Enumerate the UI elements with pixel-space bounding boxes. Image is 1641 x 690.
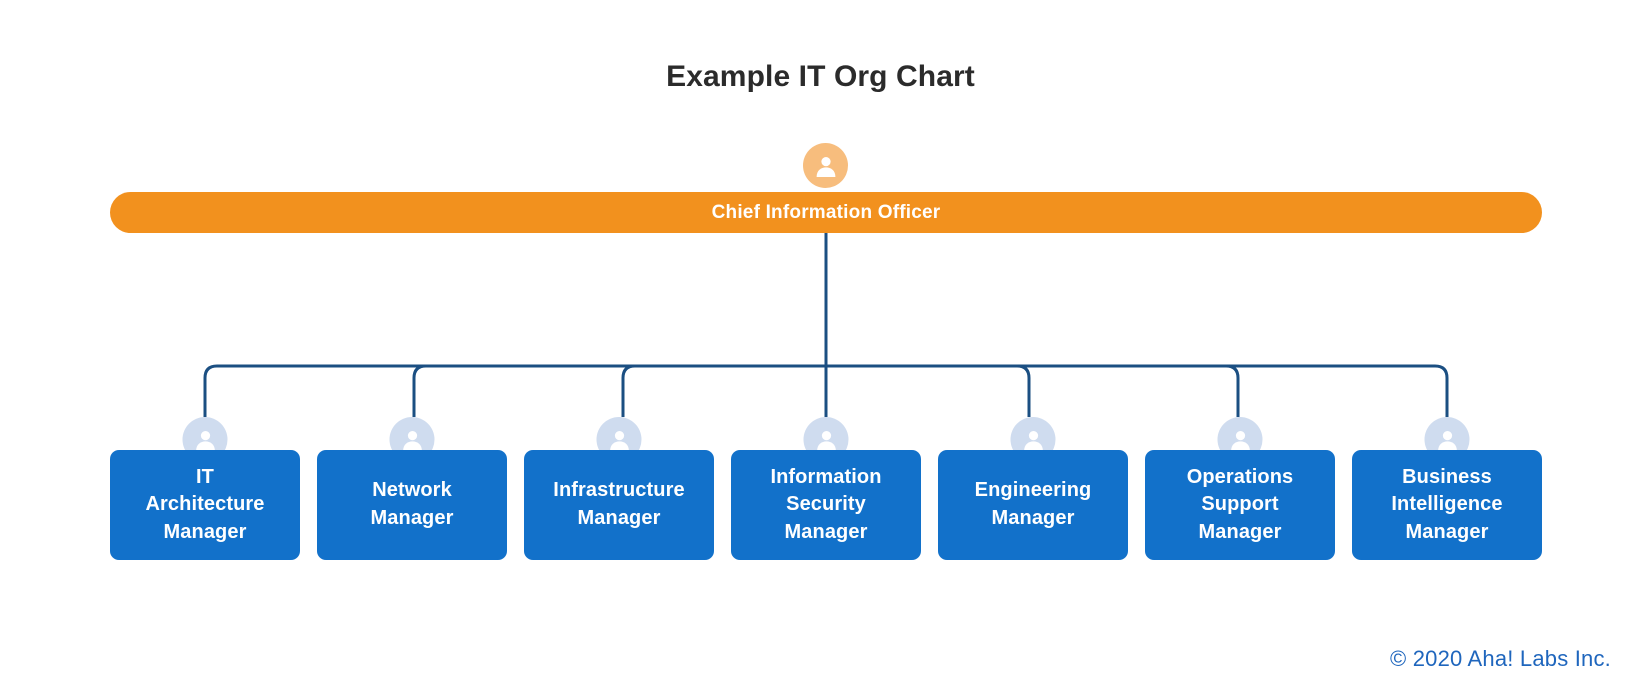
- node-infrastructure-manager[interactable]: Infrastructure Manager: [524, 417, 714, 560]
- node-business-intelligence-manager[interactable]: Business Intelligence Manager: [1352, 417, 1542, 560]
- copyright-footer: © 2020 Aha! Labs Inc.: [1389, 646, 1611, 671]
- node-information-security-manager[interactable]: Information Security Manager: [731, 417, 921, 560]
- node-it-architecture-manager[interactable]: IT Architecture Manager: [110, 417, 300, 560]
- node-label: Network Manager: [370, 479, 454, 529]
- page-title: Example IT Org Chart: [666, 60, 975, 93]
- node-box[interactable]: Network Manager: [317, 450, 507, 560]
- node-label: Chief Information Officer: [711, 202, 941, 223]
- node-label: IT Architecture Manager: [145, 465, 265, 543]
- node-box[interactable]: Engineering Manager: [938, 450, 1128, 560]
- node-label: Operations Support Manager: [1186, 465, 1294, 543]
- node-network-manager[interactable]: Network Manager: [317, 417, 507, 560]
- node-engineering-manager[interactable]: Engineering Manager: [938, 417, 1128, 560]
- node-operations-support-manager[interactable]: Operations Support Manager: [1145, 417, 1335, 560]
- node-label: Information Security Manager: [770, 465, 882, 543]
- node-box[interactable]: Operations Support Manager: [1145, 450, 1335, 560]
- node-box[interactable]: IT Architecture Manager: [110, 450, 300, 560]
- node-label: Infrastructure Manager: [553, 479, 685, 529]
- node-label: Business Intelligence Manager: [1391, 465, 1503, 543]
- node-box[interactable]: Business Intelligence Manager: [1352, 450, 1542, 560]
- person-avatar-icon: [803, 143, 848, 188]
- node-label: Engineering Manager: [974, 479, 1092, 529]
- node-box[interactable]: Information Security Manager: [731, 450, 921, 560]
- node-chief-information-officer[interactable]: Chief Information Officer: [110, 192, 1542, 233]
- child-node-row: IT Architecture Manager Network Manager: [110, 417, 1542, 560]
- node-box[interactable]: Infrastructure Manager: [524, 450, 714, 560]
